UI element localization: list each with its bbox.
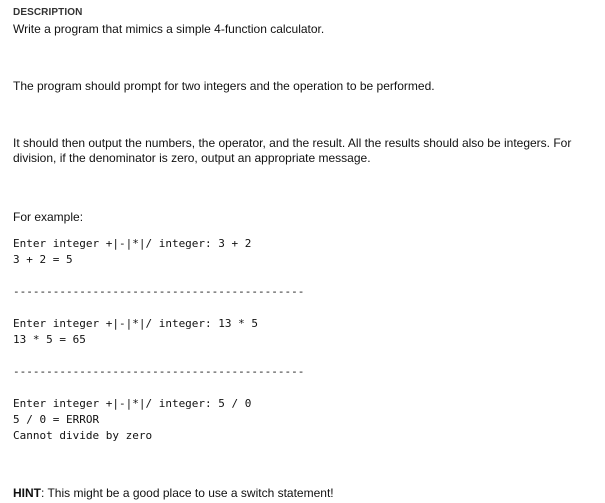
- example-3-error-line: Cannot divide by zero: [13, 429, 153, 442]
- division-paragraph: It should then output the numbers, the o…: [13, 136, 572, 165]
- example-3-output-line: 5 / 0 = ERROR: [13, 413, 100, 426]
- prompt-paragraph: The program should prompt for two intege…: [13, 79, 435, 93]
- section-heading: DESCRIPTION: [13, 7, 83, 18]
- example-2-input-line: Enter integer +|-|*|/ integer: 13 * 5: [13, 317, 259, 330]
- example-1-output-line: 3 + 2 = 5: [13, 253, 73, 266]
- hint-label: HINT: [13, 486, 41, 500]
- hint-paragraph: HINT: This might be a good place to use …: [13, 486, 334, 501]
- example-separator-2: ----------------------------------------…: [13, 365, 305, 378]
- example-2-output-line: 13 * 5 = 65: [13, 333, 86, 346]
- example-separator-1: ----------------------------------------…: [13, 285, 305, 298]
- example-label: For example:: [13, 210, 84, 224]
- hint-text: : This might be a good place to use a sw…: [41, 486, 334, 500]
- example-3-input-line: Enter integer +|-|*|/ integer: 5 / 0: [13, 397, 252, 410]
- example-1-input-line: Enter integer +|-|*|/ integer: 3 + 2: [13, 237, 252, 250]
- intro-paragraph: Write a program that mimics a simple 4-f…: [13, 22, 325, 36]
